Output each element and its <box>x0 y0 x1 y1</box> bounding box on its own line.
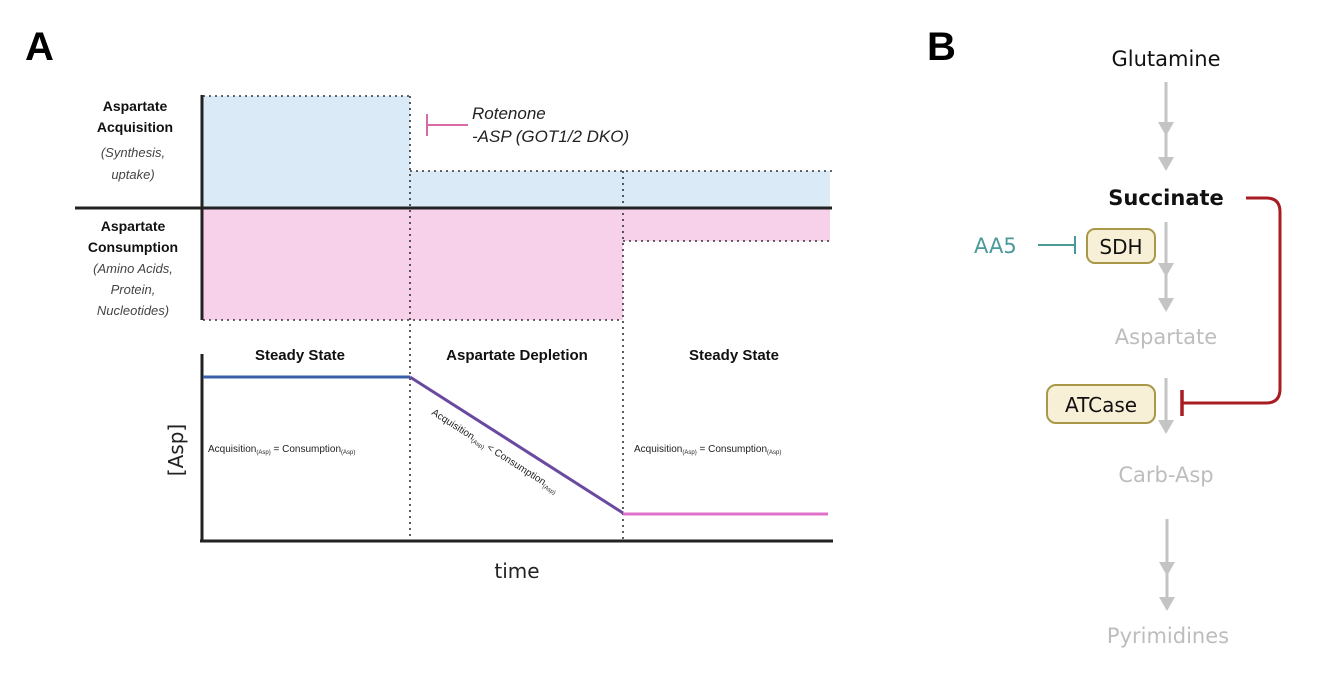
arrow-aspartate-carbasp <box>1158 378 1174 434</box>
acquisition-bar-phase-1 <box>203 96 410 208</box>
acquisition-bar-phase-2-3 <box>410 171 830 208</box>
arrow-succinate-aspartate <box>1158 222 1174 312</box>
y-axis-label: [Asp] <box>164 424 188 476</box>
arrowhead-icon <box>1158 157 1174 171</box>
node-succinate: Succinate <box>1108 186 1224 210</box>
phase-label-depletion: Aspartate Depletion <box>446 347 588 364</box>
feedback-inhibition-line <box>1182 196 1282 405</box>
acquisition-sub-2: uptake) <box>111 167 154 182</box>
arrowhead-icon <box>1158 122 1174 136</box>
panel-b-label: B <box>927 25 956 69</box>
phase-label-steady-2: Steady State <box>689 347 779 364</box>
consumption-bar-phase-3 <box>623 208 830 241</box>
arrowhead-icon <box>1158 420 1174 434</box>
consumption-title-1: Aspartate <box>101 218 166 234</box>
node-pyrimidines: Pyrimidines <box>1107 624 1229 648</box>
acquisition-title-1: Aspartate <box>103 98 168 114</box>
arrow-carbasp-pyrimidines <box>1159 519 1175 611</box>
arrowhead-icon <box>1159 597 1175 611</box>
acquisition-title-2: Acquisition <box>97 119 173 135</box>
inhibition-annotation: Rotenone -ASP (GOT1/2 DKO) <box>426 104 629 146</box>
equation-steady-2: Acquisition(Asp) = Consumption(Asp) <box>634 444 781 456</box>
panel-a-label: A <box>25 25 54 69</box>
consumption-sub-3: Nucleotides) <box>97 303 169 318</box>
equation-steady-1: Acquisition(Asp) = Consumption(Asp) <box>208 444 355 456</box>
asp-line-depletion <box>409 375 624 515</box>
enzyme-sdh-label: SDH <box>1099 235 1142 259</box>
phase-label-steady-1: Steady State <box>255 347 345 364</box>
equation-depletion: Acquisition(Asp) < Consumption(Asp) <box>429 407 560 496</box>
node-aspartate: Aspartate <box>1115 325 1217 349</box>
consumption-title-2: Consumption <box>88 239 178 255</box>
annotation-asp: -ASP (GOT1/2 DKO) <box>472 127 629 146</box>
arrow-glutamine-succinate <box>1158 82 1174 171</box>
node-glutamine: Glutamine <box>1111 47 1220 71</box>
x-axis-label: time <box>494 559 539 583</box>
node-carb-asp: Carb-Asp <box>1118 463 1213 487</box>
enzyme-sdh-box <box>1086 228 1156 264</box>
arrowhead-icon <box>1158 263 1174 277</box>
annotation-rotenone: Rotenone <box>472 104 546 123</box>
consumption-sub-1: (Amino Acids, <box>93 261 173 276</box>
consumption-sub-2: Protein, <box>111 282 156 297</box>
consumption-bar-phase-1-2 <box>203 208 623 320</box>
enzyme-atcase-box <box>1046 384 1156 424</box>
dotted-guides <box>203 95 832 540</box>
arrowhead-icon <box>1159 562 1175 576</box>
inhibitor-aa5: AA5 <box>974 234 1017 258</box>
arrowhead-icon <box>1158 298 1174 312</box>
enzyme-atcase-label: ATCase <box>1065 393 1137 417</box>
acquisition-sub-1: (Synthesis, <box>101 145 165 160</box>
